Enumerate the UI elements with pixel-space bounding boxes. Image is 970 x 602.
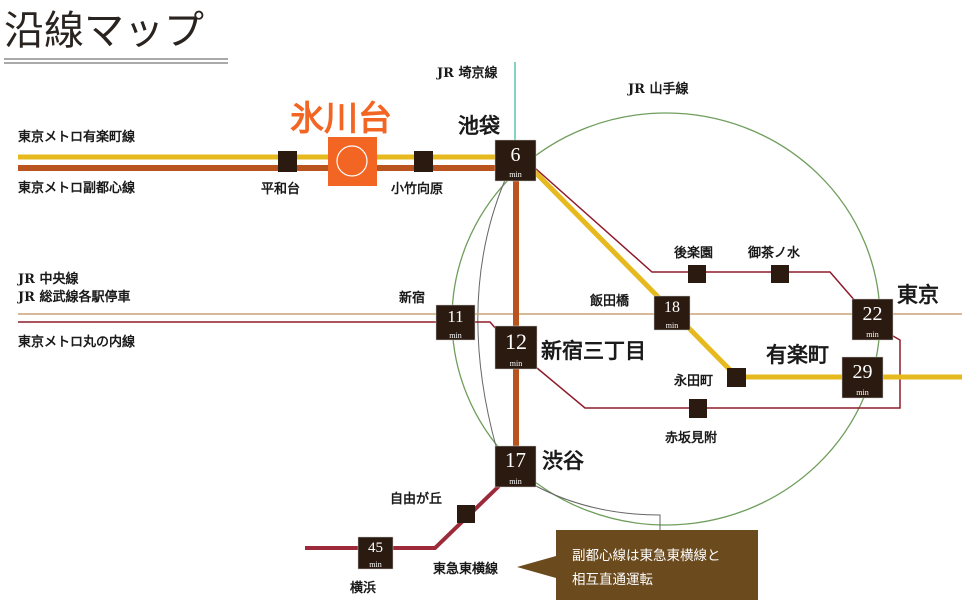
callout-note: 副都心線は東急東横線と 相互直通運転 <box>517 530 758 600</box>
shibuya-time: 17 <box>505 448 526 472</box>
yokohama-time: 45 <box>368 540 383 556</box>
label-yurakucho-line: 東京メトロ有楽町線 <box>18 129 136 145</box>
label-saikyo-line: JR 埼京線 <box>436 65 498 81</box>
ikebukuro-time: 6 <box>511 144 521 166</box>
label-yurakucho: 有楽町 <box>766 342 829 367</box>
toyoko-line <box>305 484 501 550</box>
ikebukuro-unit: min <box>509 170 521 179</box>
shinjuku-sanchome-time: 12 <box>505 329 527 354</box>
station-hikawadai[interactable] <box>328 137 377 186</box>
station-ochanomizu[interactable] <box>771 265 789 283</box>
label-ochanomizu: 御茶ノ水 <box>747 245 801 261</box>
shibuya-unit: min <box>509 477 521 486</box>
label-chuo-line: JR 中央線 <box>17 271 79 287</box>
station-shinjuku[interactable]: 11 min <box>435 304 476 341</box>
through-service-line <box>477 179 661 540</box>
callout-line-1: 副都心線は東急東横線と <box>572 548 721 564</box>
label-yamanote-line: JR 山手線 <box>627 81 689 97</box>
label-jiyugaoka: 自由が丘 <box>390 491 442 507</box>
label-shinjuku: 新宿 <box>399 290 425 306</box>
station-ikebukuro[interactable]: 6 min <box>494 139 537 182</box>
label-tokyo: 東京 <box>897 282 939 307</box>
yurakucho-unit: min <box>856 388 868 397</box>
label-shinjuku-sanchome: 新宿三丁目 <box>541 338 646 363</box>
hikawadai-label: 氷川台 <box>290 99 392 139</box>
label-sobu-line: JR 総武線各駅停車 <box>17 289 130 305</box>
station-jiyugaoka[interactable] <box>457 505 475 523</box>
station-heiwadai[interactable] <box>278 151 297 172</box>
marunouchi-line <box>18 321 901 409</box>
label-kotake: 小竹向原 <box>391 181 443 197</box>
iidabashi-time: 18 <box>664 299 680 316</box>
page-title: 沿線マップ <box>4 8 204 54</box>
yokohama-unit: min <box>369 560 381 569</box>
iidabashi-unit: min <box>666 321 678 330</box>
label-shibuya: 渋谷 <box>542 448 585 473</box>
label-akasaka: 赤坂見附 <box>665 430 717 446</box>
station-shinjuku-sanchome[interactable]: 12 min <box>494 325 538 370</box>
label-yokohama: 横浜 <box>350 580 376 596</box>
label-ikebukuro: 池袋 <box>458 113 501 138</box>
station-yokohama[interactable]: 45 min <box>357 536 394 570</box>
station-yurakucho[interactable]: 29 min <box>841 356 884 399</box>
label-iidabashi: 飯田橋 <box>589 293 630 309</box>
station-korakuen[interactable] <box>688 265 706 283</box>
station-kotake[interactable] <box>414 151 433 172</box>
shinjuku-sanchome-unit: min <box>510 359 522 368</box>
label-nagatacho: 永田町 <box>673 373 713 389</box>
tokyo-unit: min <box>866 330 878 339</box>
label-fukutoshin-line: 東京メトロ副都心線 <box>18 180 136 196</box>
shinjuku-time: 11 <box>447 307 463 326</box>
label-korakuen: 後楽園 <box>674 245 713 261</box>
label-toyoko-line: 東急東横線 <box>433 561 499 577</box>
station-akasaka[interactable] <box>689 399 707 418</box>
station-nagatacho[interactable] <box>727 368 746 387</box>
station-shibuya[interactable]: 17 min <box>494 445 537 488</box>
station-iidabashi[interactable]: 18 min <box>653 295 691 331</box>
label-heiwadai: 平和台 <box>261 181 300 197</box>
marunouchi-line-north <box>534 167 857 303</box>
label-marunouchi-line: 東京メトロ丸の内線 <box>18 334 136 350</box>
yurakucho-time: 29 <box>853 361 873 383</box>
station-tokyo[interactable]: 22 min <box>851 298 894 341</box>
tokyo-time: 22 <box>863 303 883 325</box>
station-circle-icon <box>336 145 368 177</box>
shinjuku-unit: min <box>449 331 461 340</box>
callout-line-2: 相互直通運転 <box>572 572 653 588</box>
